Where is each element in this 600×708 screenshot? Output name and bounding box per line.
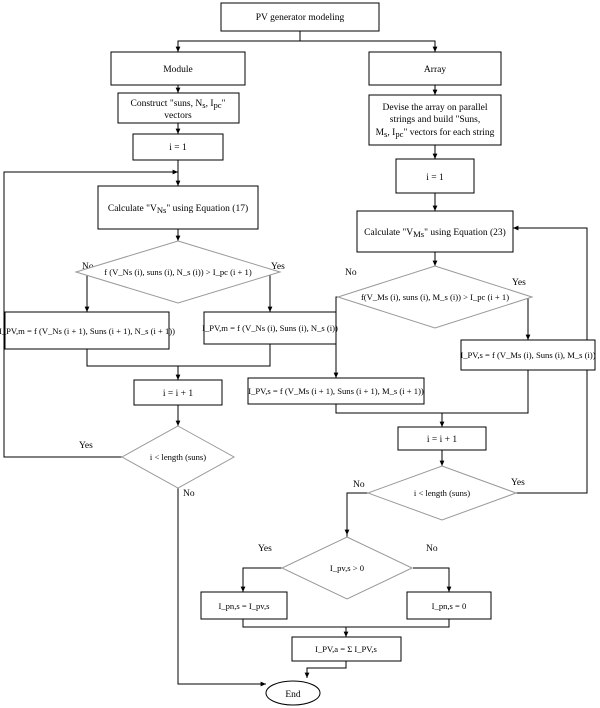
edge-ipnr-sum xyxy=(346,619,450,628)
node-module: Module xyxy=(110,51,246,86)
devise-line1: Devise the array on parallel xyxy=(383,103,488,113)
title-text: PV generator modeling xyxy=(256,13,345,23)
node-loop-right: i < length (suns) xyxy=(366,465,518,521)
cond-right-text: f(V_Ms (i), suns (i), M_s (i)) > I_pc (i… xyxy=(361,292,509,302)
loop-right-text: i < length (suns) xyxy=(414,488,470,498)
node-right-yes-box: I_PV,s = f (V_Ms (i), Suns (i), M_s (i)) xyxy=(460,339,596,371)
edge-nobox-inc-left xyxy=(86,349,181,380)
loop-left-text: i < length (suns) xyxy=(150,452,206,462)
right-no-box-text: I_PV,s = f (V_Ms (i + 1), Suns (i + 1), … xyxy=(248,386,424,396)
edge-sum-end xyxy=(304,661,347,678)
node-array: Array xyxy=(368,51,502,86)
label-no-right: No xyxy=(345,268,357,278)
label-no-left: No xyxy=(82,262,94,272)
cond-left-text: f (V_Ns (i), suns (i), N_s (i)) > I_pc (… xyxy=(104,267,252,277)
edge-loop-right-no xyxy=(344,492,370,535)
node-end: End xyxy=(265,680,321,706)
node-inc-left: i = i + 1 xyxy=(133,379,223,406)
edge-title-array xyxy=(300,40,438,52)
inc-left-text: i = i + 1 xyxy=(163,389,193,399)
label-yes-right: Yes xyxy=(512,278,526,288)
ipn-left-text: I_pn,s = I_pv,s xyxy=(218,601,270,611)
init-right-text: i = 1 xyxy=(426,173,444,183)
label-yes-ipv: Yes xyxy=(258,544,272,554)
ipn-right-text: I_pn,s = 0 xyxy=(432,601,467,611)
edge-yesbox-inc-left xyxy=(178,344,271,367)
node-calc-left: Calculate "VNs" using Equation (17) xyxy=(97,185,259,230)
calc-left-text: Calculate "VNs" using Equation (17) xyxy=(108,203,248,215)
edge-nobox-inc-right xyxy=(335,404,442,414)
node-ipn-left: I_pn,s = I_pv,s xyxy=(200,591,288,620)
array-text: Array xyxy=(424,65,446,75)
node-loop-left: i < length (suns) xyxy=(120,425,236,489)
left-no-box-text: I_PV,m = f (V_Ns (i + 1), Suns (i + 1), … xyxy=(0,326,175,336)
construct-line2: vectors xyxy=(164,111,192,121)
node-cond-left: f (V_Ns (i), suns (i), N_s (i)) > I_pc (… xyxy=(74,240,282,304)
label-no-ipv: No xyxy=(426,544,438,554)
node-inc-right: i = i + 1 xyxy=(397,426,487,451)
node-ipv-cond: I_pv,s > 0 xyxy=(280,536,414,600)
node-left-no-box: I_PV,m = f (V_Ns (i + 1), Suns (i + 1), … xyxy=(0,311,175,350)
init-left-text: i = 1 xyxy=(169,143,187,153)
node-init-left: i = 1 xyxy=(132,133,224,161)
node-right-no-box: I_PV,s = f (V_Ms (i + 1), Suns (i + 1), … xyxy=(247,377,425,405)
end-text: End xyxy=(285,690,301,700)
edge-loop-left-yes xyxy=(3,169,178,458)
edge-cond-right-yes xyxy=(512,296,531,340)
label-yes-loop-left: Yes xyxy=(79,441,93,451)
edge-ipv-no xyxy=(413,567,452,592)
label-no-loop-right: No xyxy=(353,480,365,490)
label-yes-loop-right: Yes xyxy=(511,478,525,488)
node-title: PV generator modeling xyxy=(220,2,380,32)
sum-text: I_PV,a = Σ I_PV,s xyxy=(315,644,377,654)
edge-title-module xyxy=(175,31,301,52)
node-cond-right: f(V_Ms (i), suns (i), M_s (i)) > I_pc (i… xyxy=(336,265,534,329)
node-sum: I_PV,a = Σ I_PV,s xyxy=(291,636,402,662)
left-yes-box-text: I_PV,m = f (V_Ns (i), Suns (i), N_s (i)) xyxy=(202,323,338,333)
label-no-loop-left: No xyxy=(183,489,195,499)
devise-line3: Ms, Ipc" vectors for each string xyxy=(376,127,495,139)
edge-yesbox-inc-right xyxy=(439,370,529,427)
right-yes-box-text: I_PV,s = f (V_Ms (i), Suns (i), M_s (i)) xyxy=(460,350,595,360)
node-calc-right: Calculate "VMs" using Equation (23) xyxy=(356,210,514,253)
node-construct: Construct "suns, Ns, Ipc" vectors xyxy=(117,92,240,124)
calc-right-text: Calculate "VMs" using Equation (23) xyxy=(364,227,506,239)
devise-line2: strings and build "Suns, xyxy=(390,115,480,125)
label-yes-left: Yes xyxy=(271,262,285,272)
node-left-yes-box: I_PV,m = f (V_Ns (i), Suns (i), N_s (i)) xyxy=(202,311,338,345)
inc-right-text: i = i + 1 xyxy=(427,435,457,445)
module-text: Module xyxy=(163,65,193,75)
node-init-right: i = 1 xyxy=(395,158,475,194)
connectors xyxy=(3,31,588,687)
edge-labels: No Yes Yes No No Yes No Yes Yes No xyxy=(79,262,526,554)
edge-ipnl-sum xyxy=(242,619,349,637)
construct-line1: Construct "suns, Ns, Ipc" xyxy=(131,99,226,110)
node-devise: Devise the array on parallel strings and… xyxy=(368,94,502,146)
node-ipn-right: I_pn,s = 0 xyxy=(406,591,492,620)
edge-cond-right-no xyxy=(333,296,359,378)
edge-loop-left-no xyxy=(177,488,266,687)
ipv-cond-text: I_pv,s > 0 xyxy=(330,563,364,573)
edge-ipv-yes xyxy=(240,567,283,592)
